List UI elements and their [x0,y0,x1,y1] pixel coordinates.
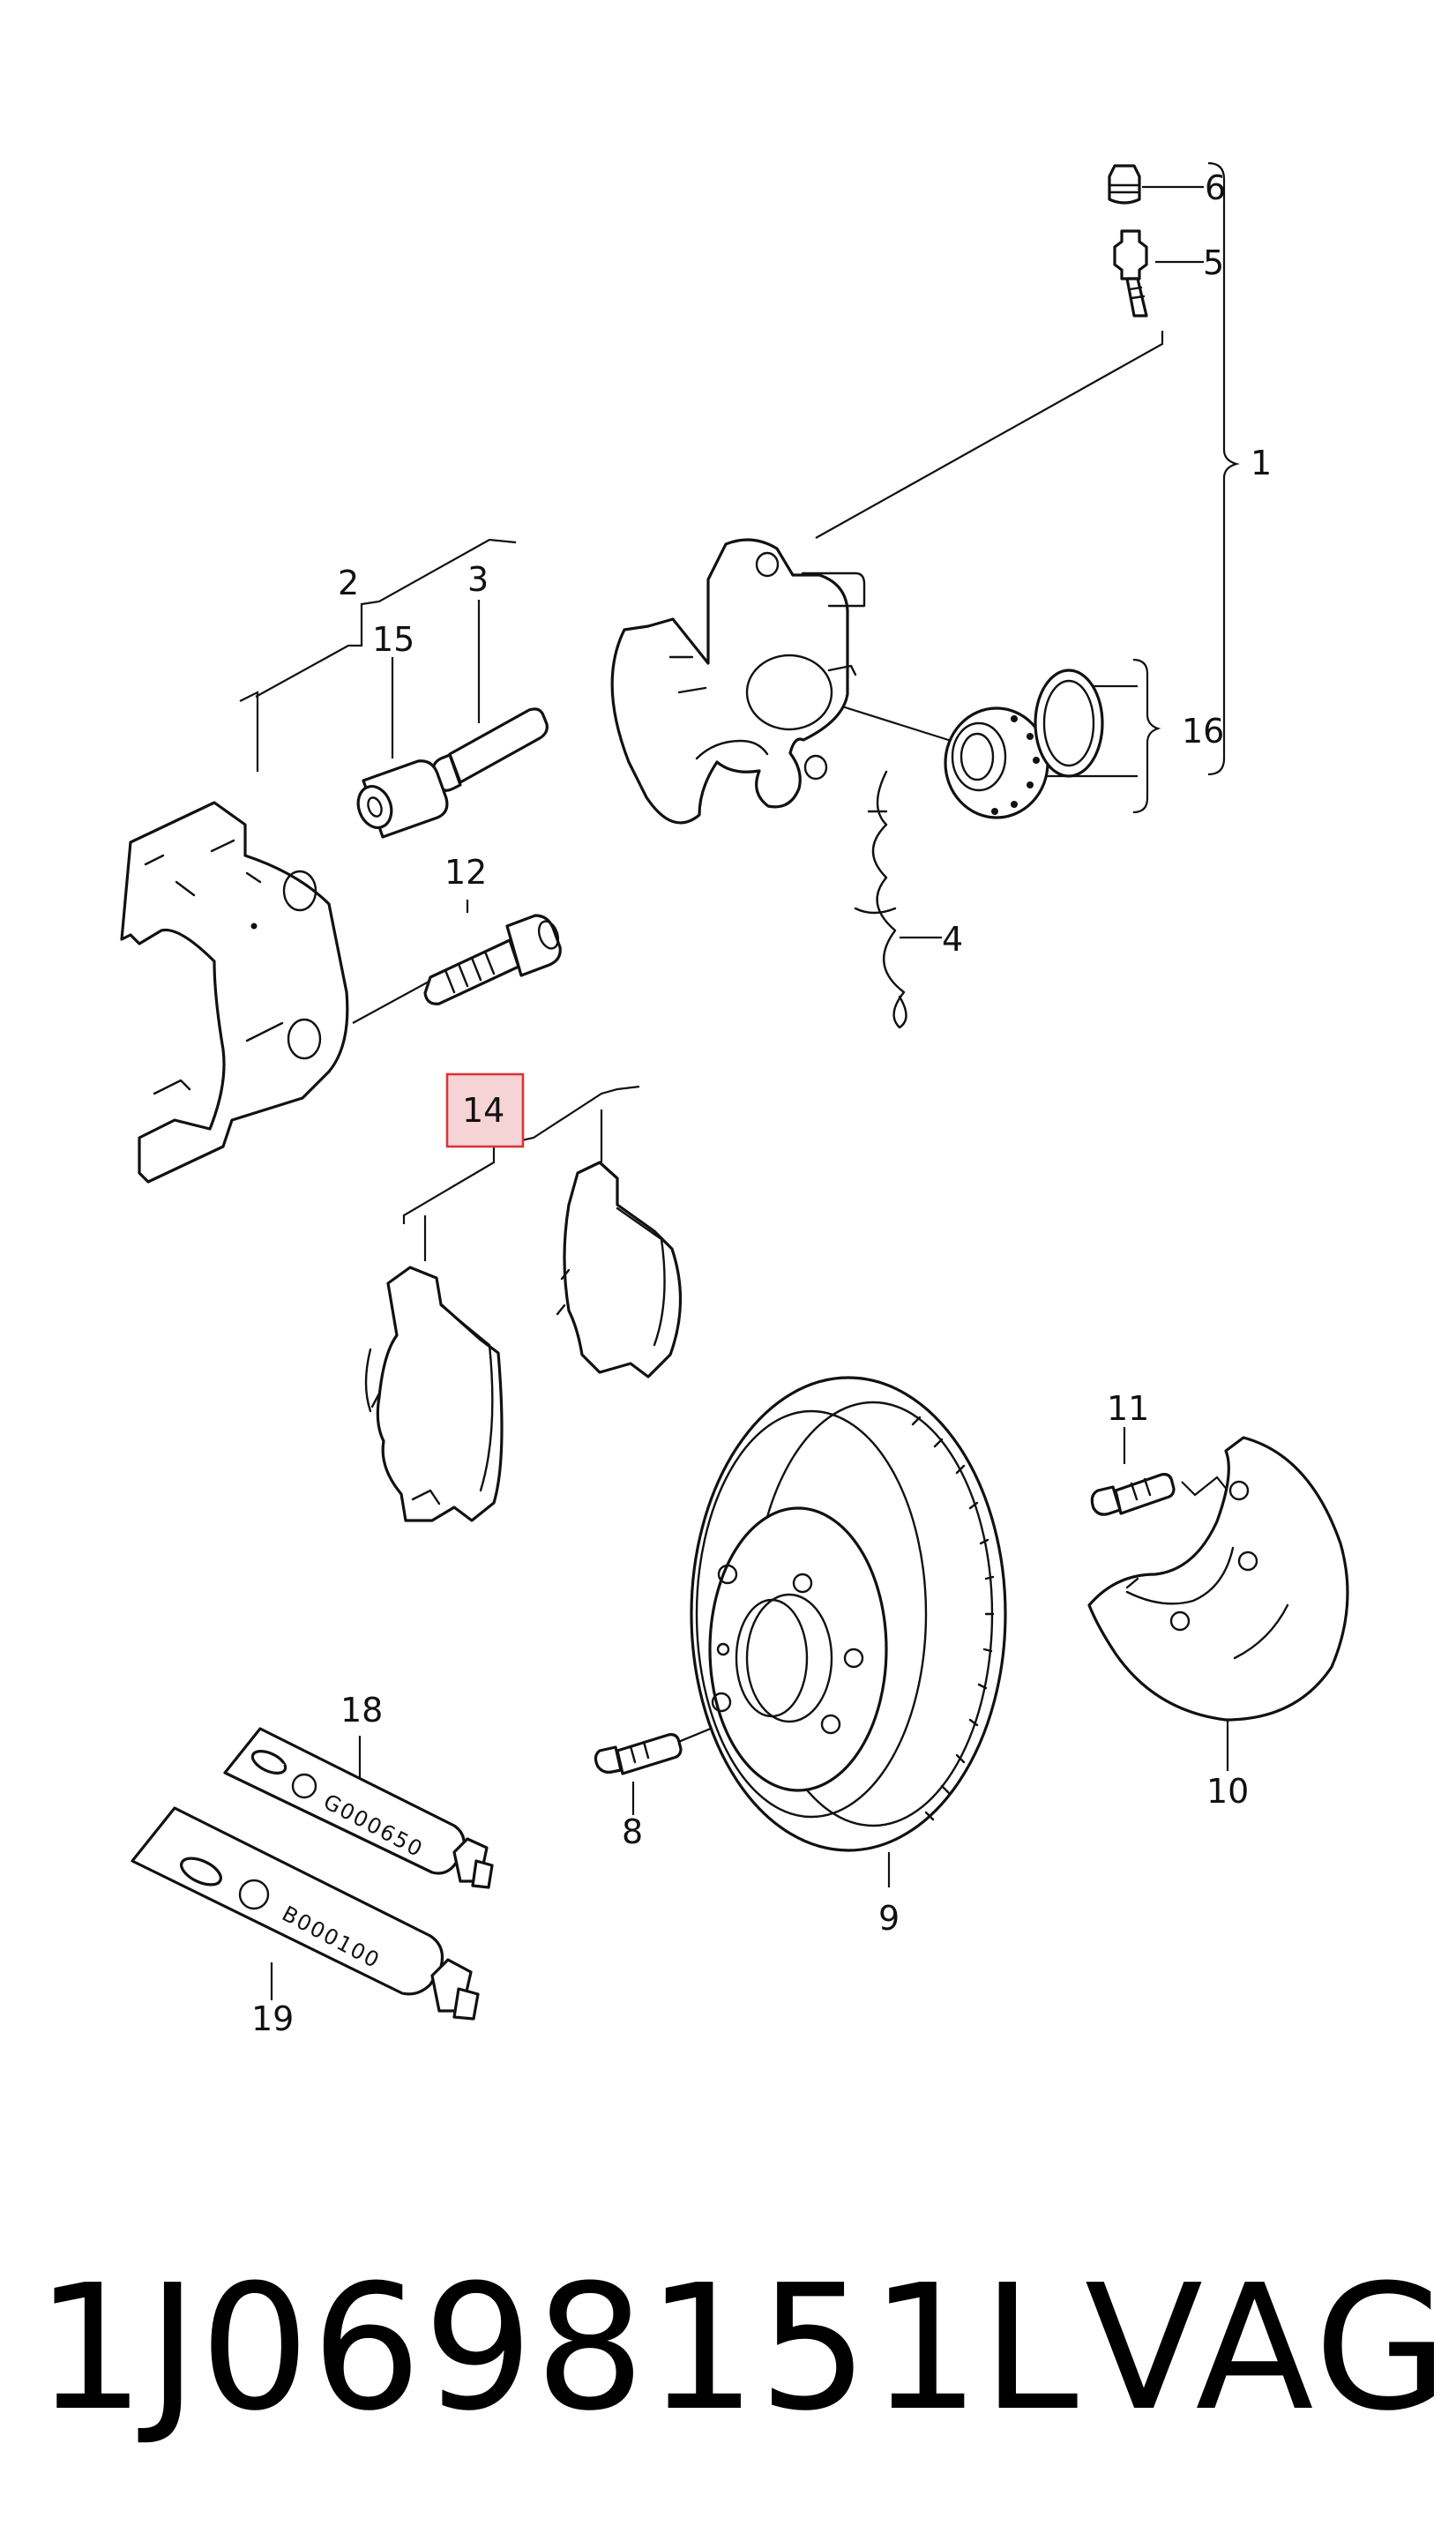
callout-9: 9 [878,1899,900,1938]
brake-pad-right [556,1161,683,1379]
callout-19: 19 [251,1999,294,2038]
wheel-bearing [944,706,1049,819]
callout-2: 2 [338,564,359,602]
brake-disc [690,1376,1007,1852]
callout-12: 12 [444,853,487,892]
shield-bolt [1090,1473,1176,1516]
callout-15: 15 [372,620,414,659]
callout-14: 14 [462,1091,504,1130]
callout-11: 11 [1107,1389,1149,1428]
callout-16: 16 [1182,712,1224,751]
highlight-box-14 [445,1072,525,1148]
brake-pad-left [364,1266,504,1522]
callout-5: 5 [1203,243,1224,282]
disc-screw [594,1733,683,1775]
callout-8: 8 [622,1812,643,1851]
brand-caption: VAG [1085,2248,1452,2449]
grease-tube-lower: Audi B000100 [131,1806,480,2021]
callout-4: 4 [942,920,963,959]
guide-pin [431,707,549,792]
brake-caliper-housing [610,538,866,825]
bleed-screw-cap [1108,164,1141,205]
wear-sensor-wire [854,770,907,1029]
carrier-bolt [423,914,562,1005]
callout-1: 1 [1251,444,1272,482]
gasket-ring [1034,669,1104,778]
callout-18: 18 [340,1691,383,1730]
callout-3: 3 [467,560,489,599]
callout-labels: 6 5 1 16 2 3 15 12 4 14 11 18 8 10 9 19 [251,168,1272,2038]
callout-10: 10 [1206,1772,1249,1811]
guide-bushing [356,759,449,839]
part-number-caption: 1J0698151L [35,2248,1080,2449]
callout-6: 6 [1205,168,1226,207]
disc-vent-slots [911,1416,995,1821]
caliper-carrier-bracket [120,801,349,1184]
splash-shield [1087,1436,1349,1722]
bleed-valve [1113,229,1148,318]
